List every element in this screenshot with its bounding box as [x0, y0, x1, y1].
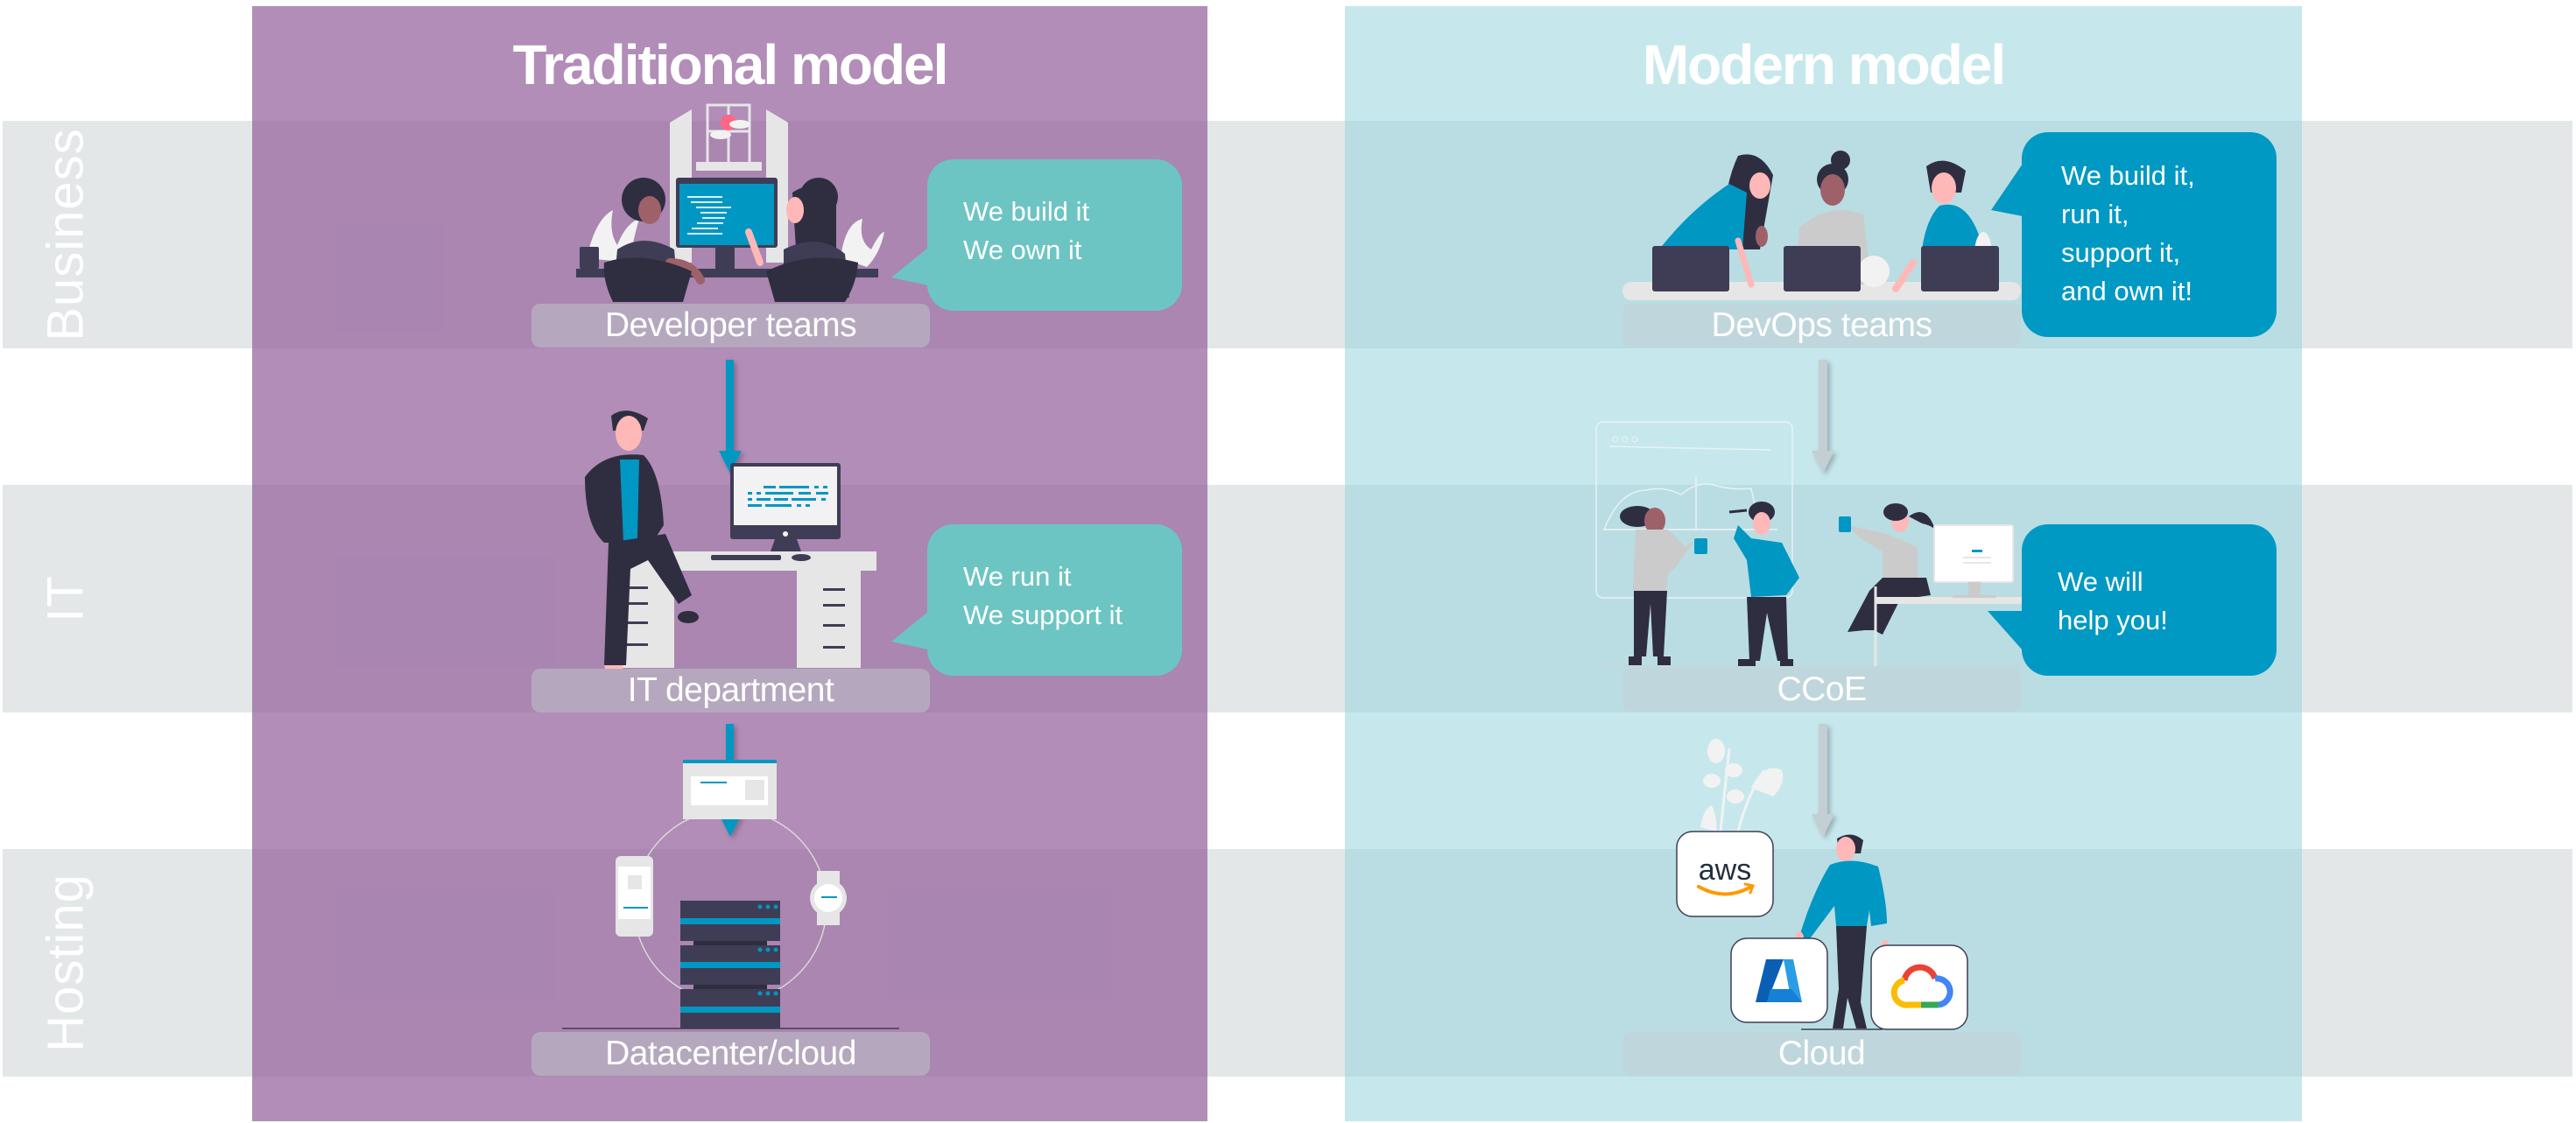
stage-label-datacenter-cloud: Datacenter/cloud	[531, 1032, 930, 1076]
bubble-line: We build it,	[2061, 160, 2195, 191]
speech-bubble-devops: We build it, run it, support it, and own…	[2022, 132, 2277, 337]
azure-logo-icon	[1730, 937, 1828, 1023]
bubble-tail	[891, 248, 928, 285]
bubble-tail	[1991, 164, 2023, 216]
speech-bubble-build-own: We build it We own it	[927, 159, 1182, 311]
google-cloud-logo-icon	[1870, 944, 1968, 1030]
bubble-line: We support it	[963, 600, 1123, 630]
arrow-down-icon	[1812, 724, 1834, 837]
bubble-line: We build it	[963, 196, 1090, 227]
stage-label-ccoe: CCoE	[1622, 668, 2021, 712]
aws-logo-icon: aws	[1676, 831, 1774, 917]
traditional-model-title: Traditional model	[512, 33, 949, 96]
person-with-cloud-logos-icon	[1700, 739, 1890, 1030]
bubble-tail	[1988, 611, 2023, 650]
bubble-line: support it,	[2061, 237, 2181, 268]
stage-label-it-department: IT department	[531, 669, 930, 712]
arrow-down-icon	[719, 360, 742, 474]
bubble-line: We will	[2058, 566, 2143, 597]
server-rack-icon	[562, 760, 899, 1029]
speech-bubble-help: We will help you!	[2022, 524, 2277, 676]
arrow-down-icon	[1812, 360, 1834, 473]
bubble-line: run it,	[2061, 199, 2129, 229]
bubble-line: We own it	[963, 235, 1082, 265]
stage-label-developer-teams: Developer teams	[531, 304, 930, 347]
bubble-line: help you!	[2058, 605, 2168, 635]
bubble-line: We run it	[963, 561, 1072, 592]
modern-model-title: Modern model	[1642, 33, 2006, 96]
stage-label-devops-teams: DevOps teams	[1622, 304, 2021, 347]
developers-at-computer-icon	[576, 103, 884, 302]
stage-label-cloud: Cloud	[1622, 1032, 2021, 1076]
speech-bubble-run-support: We run it We support it	[927, 524, 1182, 676]
aws-logo-text: aws	[1699, 853, 1751, 887]
bubble-tail	[891, 612, 928, 649]
team-with-laptops-icon	[1622, 151, 2021, 300]
team-at-whiteboard-icon	[1594, 421, 2024, 667]
bubble-line: and own it!	[2061, 276, 2192, 306]
